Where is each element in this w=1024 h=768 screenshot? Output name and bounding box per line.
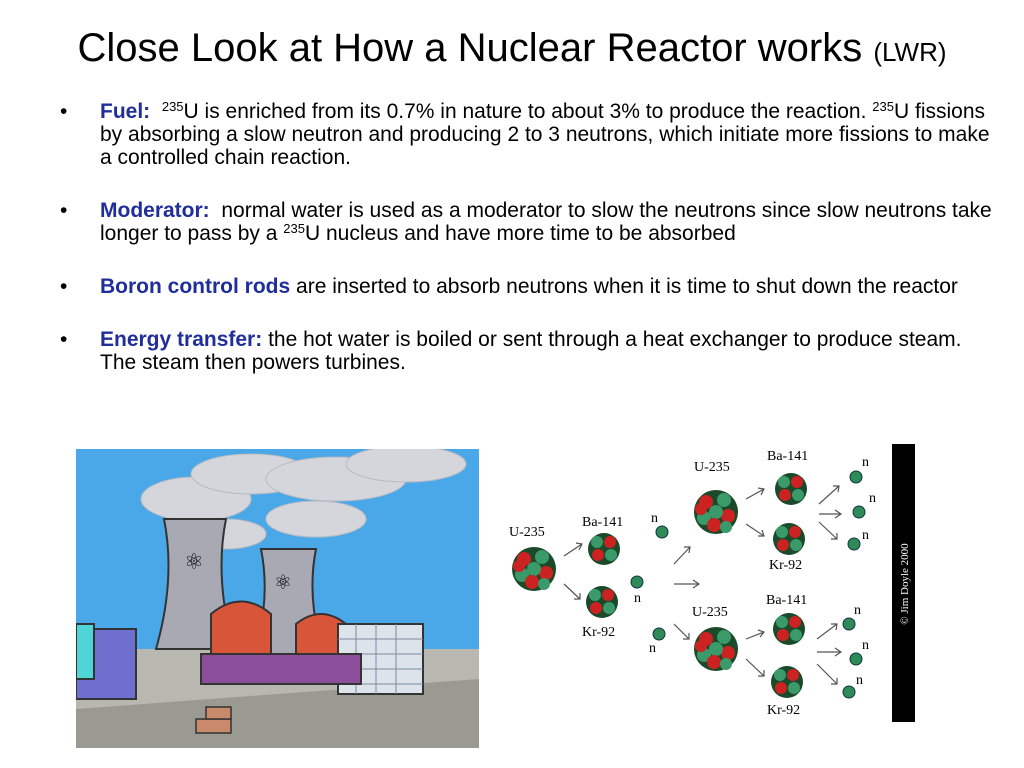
chain-reaction-diagram: © Jim Doyle 2000 U-235 Ba-141 Kr-92 n n … bbox=[494, 444, 915, 722]
label-u235-2: U-235 bbox=[694, 460, 730, 475]
reactor-dome-1 bbox=[210, 600, 272, 655]
bullet-moderator: Moderator: normal water is used as a mod… bbox=[60, 199, 1000, 245]
kr92-fragment-2 bbox=[773, 523, 805, 555]
energy-text: the hot water is boiled or sent through … bbox=[100, 328, 962, 374]
label-u235-1: U-235 bbox=[509, 525, 545, 540]
label-n-1c: n bbox=[649, 641, 656, 656]
slide-title: Close Look at How a Nuclear Reactor work… bbox=[0, 22, 1024, 78]
label-u235-3: U-235 bbox=[692, 605, 728, 620]
atom-icon-2: ⚛ bbox=[274, 572, 292, 594]
neutron-3c bbox=[842, 685, 856, 699]
kr92-fragment-3 bbox=[771, 666, 803, 698]
term-moderator: Moderator: bbox=[100, 199, 210, 222]
ba141-fragment-2 bbox=[775, 473, 807, 505]
neutron-1b bbox=[630, 575, 644, 589]
label-n-1a: n bbox=[651, 511, 658, 526]
neutron-1c bbox=[652, 627, 666, 641]
road bbox=[76, 679, 479, 748]
turbine-hall bbox=[200, 653, 362, 685]
fuel-text-1: U is enriched from its 0.7% in nature to… bbox=[183, 100, 867, 123]
u235-nucleus-3 bbox=[694, 627, 738, 671]
diagram-bg bbox=[494, 444, 892, 722]
bullet-list: Fuel: 235U is enriched from its 0.7% in … bbox=[60, 100, 1000, 404]
svg-text:n: n bbox=[862, 455, 869, 470]
neutron-2c bbox=[847, 537, 861, 551]
neutron-labels: n n n n n n bbox=[854, 455, 876, 688]
label-kr92-3: Kr-92 bbox=[767, 703, 800, 718]
neutron-3b bbox=[849, 652, 863, 666]
ba141-fragment-1 bbox=[588, 533, 620, 565]
moderator-text-1: normal water is used as a moderator to s… bbox=[100, 199, 992, 245]
term-energy: Energy transfer: bbox=[100, 328, 263, 351]
svg-text:n: n bbox=[862, 528, 869, 543]
power-plant-illustration: ⚛ ⚛ bbox=[76, 449, 479, 748]
label-kr92-2: Kr-92 bbox=[769, 558, 802, 573]
neutron-2b bbox=[852, 505, 866, 519]
sup-235-a: 235 bbox=[161, 99, 184, 114]
boron-text: are inserted to absorb neutrons when it … bbox=[296, 275, 958, 298]
svg-text:n: n bbox=[856, 673, 863, 688]
title-suffix: (LWR) bbox=[873, 37, 947, 67]
neutron-1a bbox=[655, 525, 669, 539]
fuel-text-2: U fissions by absorbing a slow neutron a… bbox=[100, 100, 990, 169]
label-kr92-1: Kr-92 bbox=[582, 625, 615, 640]
term-fuel: Fuel: bbox=[100, 100, 151, 123]
moderator-text-2: U nucleus and have more time to be absor… bbox=[305, 222, 736, 245]
atom-icon-1: ⚛ bbox=[184, 549, 204, 574]
sup-235-c: 235 bbox=[283, 221, 305, 236]
neutron-2a bbox=[849, 470, 863, 484]
term-boron: Boron control rods bbox=[100, 275, 291, 298]
small-shed-2 bbox=[205, 706, 232, 720]
u235-nucleus-1 bbox=[512, 547, 556, 591]
kr92-fragment-1 bbox=[586, 586, 618, 618]
svg-text:n: n bbox=[862, 638, 869, 653]
ba141-fragment-3 bbox=[773, 613, 805, 645]
svg-text:n: n bbox=[854, 603, 861, 618]
label-ba141-1: Ba-141 bbox=[582, 515, 623, 530]
cyan-building bbox=[76, 623, 95, 680]
title-main: Close Look at How a Nuclear Reactor work… bbox=[77, 26, 863, 70]
credit-text: © Jim Doyle 2000 bbox=[899, 543, 911, 625]
label-n-1b: n bbox=[634, 591, 641, 606]
neutron-3a bbox=[842, 617, 856, 631]
label-ba141-2: Ba-141 bbox=[767, 449, 808, 464]
small-shed-1 bbox=[195, 718, 232, 734]
u235-nucleus-2 bbox=[694, 490, 738, 534]
bullet-boron: Boron control rods are inserted to absor… bbox=[60, 275, 1000, 298]
bullet-fuel: Fuel: 235U is enriched from its 0.7% in … bbox=[60, 100, 1000, 169]
svg-text:n: n bbox=[869, 491, 876, 506]
bullet-energy: Energy transfer: the hot water is boiled… bbox=[60, 328, 1000, 374]
credit-strip bbox=[892, 444, 915, 722]
label-ba141-3: Ba-141 bbox=[766, 593, 807, 608]
arrows bbox=[563, 485, 843, 685]
sup-235-b: 235 bbox=[872, 99, 894, 114]
